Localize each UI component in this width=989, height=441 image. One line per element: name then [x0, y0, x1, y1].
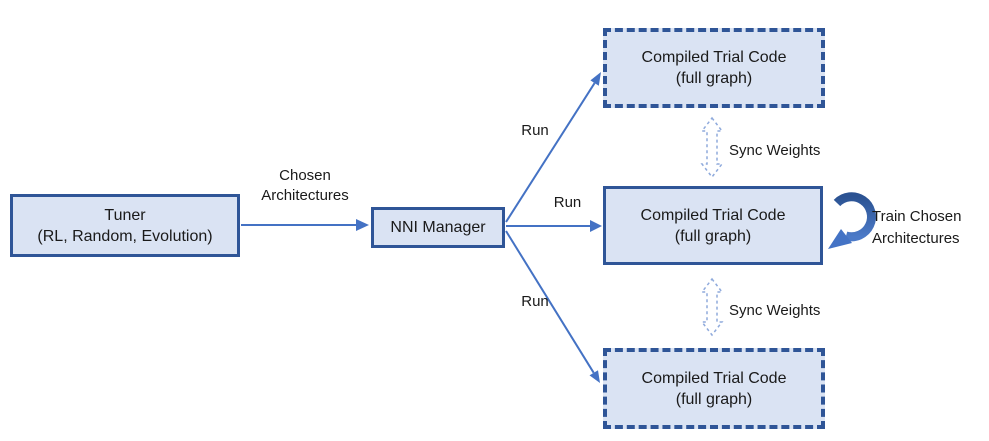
- tuner-subtitle: (RL, Random, Evolution): [37, 227, 213, 245]
- chosen-architectures-arrow: [241, 219, 369, 231]
- chosen-architectures-label: Chosen Architectures: [261, 167, 349, 204]
- trial-box-title: Compiled Trial Code: [641, 369, 787, 387]
- trial-box-title: Compiled Trial Code: [641, 49, 787, 66]
- run-arrow-bottom: [505, 230, 600, 383]
- tuner-box: Tuner (RL, Random, Evolution): [10, 194, 240, 257]
- run-arrow-top: [505, 72, 601, 223]
- run-label-middle: Run: [553, 194, 582, 211]
- sync-weights-arrow-top: [700, 116, 724, 179]
- tuner-title: Tuner: [104, 206, 146, 224]
- trial-box-title: Compiled Trial Code: [640, 206, 786, 224]
- trial-box-subtitle: (full graph): [675, 390, 753, 408]
- sync-weights-label-bottom: Sync Weights: [729, 302, 821, 319]
- trial-box-subtitle: (full graph): [674, 227, 752, 245]
- train-chosen-label: Train Chosen Architectures: [872, 208, 962, 247]
- run-label-top: Run: [521, 122, 549, 139]
- run-label-bottom: Run: [521, 293, 549, 310]
- run-arrow-middle: [506, 220, 602, 232]
- trial-box-subtitle: (full graph): [675, 70, 753, 87]
- sync-weights-label-top: Sync Weights: [729, 142, 821, 159]
- train-curved-arrow: [828, 192, 876, 249]
- sync-weights-arrow-bottom: [700, 277, 724, 337]
- trial-box-top: Compiled Trial Code (full graph): [603, 28, 825, 108]
- trial-box-middle: Compiled Trial Code (full graph): [603, 186, 823, 265]
- nni-manager-label: NNI Manager: [390, 219, 486, 236]
- trial-box-bottom: Compiled Trial Code (full graph): [603, 348, 825, 429]
- nni-manager-box: NNI Manager: [371, 207, 505, 248]
